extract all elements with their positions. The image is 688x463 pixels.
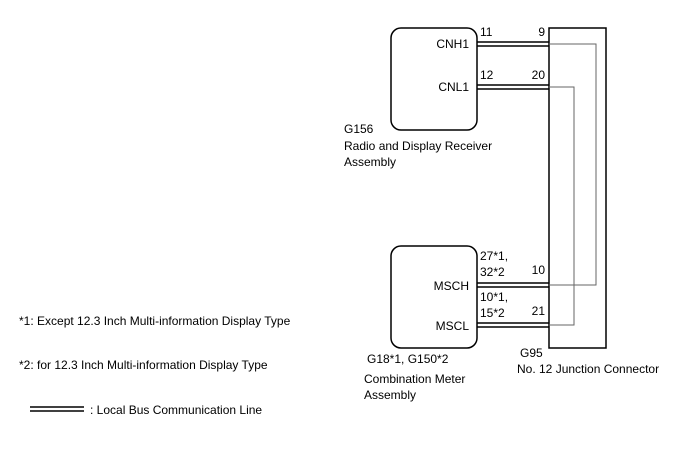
junction-box xyxy=(548,27,607,349)
signal-label-mscl: MSCL xyxy=(436,319,470,333)
bus-wire-mscl xyxy=(477,322,549,328)
junction-pin-21: 21 xyxy=(532,304,546,318)
junction-pin-20: 20 xyxy=(532,68,546,82)
junction-route-low xyxy=(549,86,575,326)
bus-wire-cnh1 xyxy=(477,41,549,47)
junction-pin-10: 10 xyxy=(532,263,546,277)
legend-double-line-symbol xyxy=(30,406,84,412)
pin-number-msch-line2: 32*2 xyxy=(480,265,505,279)
meter-name-line2: Assembly xyxy=(364,388,416,402)
junction-route-high xyxy=(549,43,597,286)
pin-number-mscl-line2: 15*2 xyxy=(480,306,505,320)
footnote-1: *1: Except 12.3 Inch Multi-information D… xyxy=(19,314,291,328)
receiver-name-line2: Assembly xyxy=(344,155,396,169)
meter-name-line1: Combination Meter xyxy=(364,372,465,386)
legend-label: : Local Bus Communication Line xyxy=(90,403,262,417)
signal-label-cnl1: CNL1 xyxy=(438,80,469,94)
pin-number-cnh1: 11 xyxy=(480,25,493,39)
receiver-name-line1: Radio and Display Receiver xyxy=(344,139,492,153)
junction-name: No. 12 Junction Connector xyxy=(517,362,659,376)
bus-wire-msch xyxy=(477,282,549,288)
junction-pin-9: 9 xyxy=(538,25,545,39)
pin-number-mscl-line1: 10*1, xyxy=(480,290,508,304)
bus-wire-cnl1 xyxy=(477,84,549,90)
receiver-code: G156 xyxy=(344,122,374,136)
pin-number-cnl1: 12 xyxy=(480,68,494,82)
meter-box xyxy=(390,245,478,349)
footnote-2: *2: for 12.3 Inch Multi-information Disp… xyxy=(19,358,268,372)
meter-code: G18*1, G150*2 xyxy=(367,352,449,366)
receiver-box xyxy=(390,27,478,131)
signal-label-cnh1: CNH1 xyxy=(436,37,469,51)
signal-label-msch: MSCH xyxy=(434,279,469,293)
pin-number-msch-line1: 27*1, xyxy=(480,249,508,263)
junction-code: G95 xyxy=(520,346,543,360)
